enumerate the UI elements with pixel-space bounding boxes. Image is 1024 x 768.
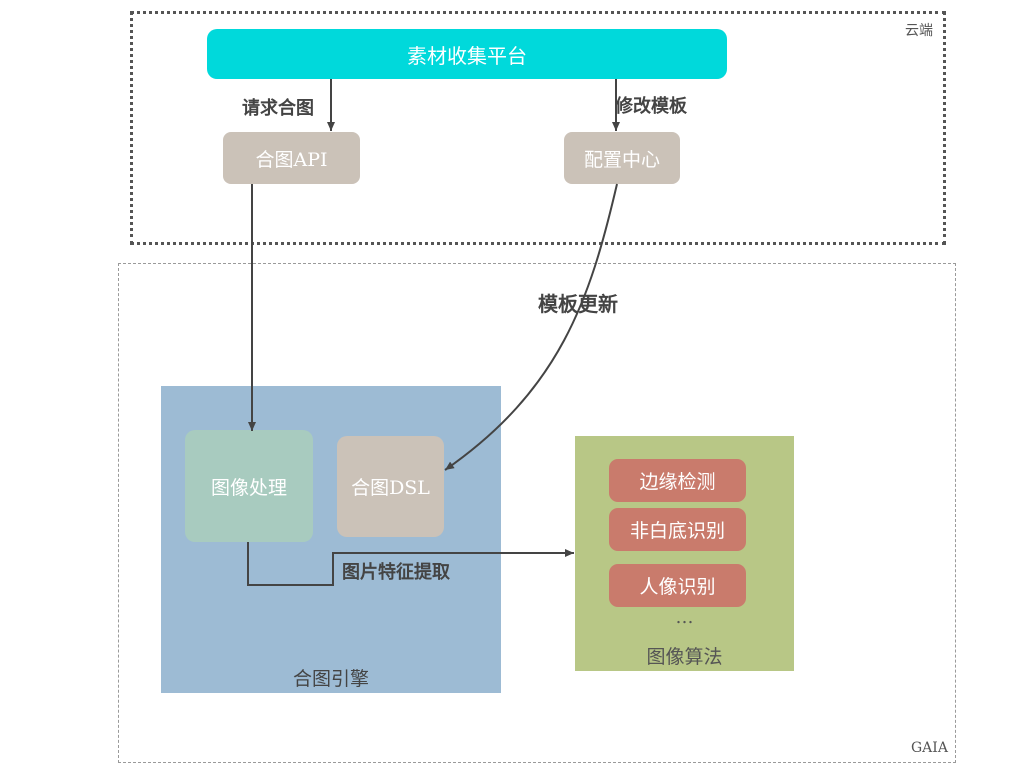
compose-engine-label: 合图引擎: [292, 668, 369, 690]
edge-label-feature: 图片特征提取: [342, 562, 450, 583]
algo-more-ellipsis: …: [675, 607, 694, 628]
cloud-region-label: 云端: [905, 23, 933, 39]
edge-feature-extraction: [247, 542, 574, 586]
algo-portrait-recognition[interactable]: 人像识别: [609, 564, 746, 607]
image-processing-node[interactable]: 图像处理: [185, 430, 313, 542]
edge-template-update: [444, 183, 618, 471]
material-platform-node[interactable]: 素材收集平台: [207, 29, 727, 79]
material-platform-label: 素材收集平台: [407, 43, 527, 68]
compose-dsl-label: 合图DSL: [351, 477, 430, 499]
compose-api-label: 合图API: [255, 148, 328, 171]
edge-label-request: 请求合图: [242, 98, 314, 119]
algo-non-white-bg[interactable]: 非白底识别: [609, 508, 746, 551]
algo-non-white-bg-label: 非白底识别: [629, 520, 725, 542]
config-center-node[interactable]: 配置中心: [564, 132, 680, 184]
config-center-label: 配置中心: [583, 148, 660, 171]
algo-edge-detection-label: 边缘检测: [639, 471, 716, 493]
gaia-region: [118, 263, 956, 763]
cloud-region: [130, 11, 946, 245]
compose-api-node[interactable]: 合图API: [223, 132, 360, 184]
gaia-region-label: GAIA: [911, 740, 948, 756]
compose-dsl-node[interactable]: 合图DSL: [337, 436, 444, 537]
edge-label-modify: 修改模板: [615, 96, 687, 117]
algo-portrait-recognition-label: 人像识别: [639, 576, 716, 598]
image-algorithms-label: 图像算法: [646, 646, 723, 668]
algo-edge-detection[interactable]: 边缘检测: [609, 459, 746, 502]
edge-label-update: 模板更新: [538, 292, 618, 316]
image-processing-label: 图像处理: [210, 476, 287, 499]
